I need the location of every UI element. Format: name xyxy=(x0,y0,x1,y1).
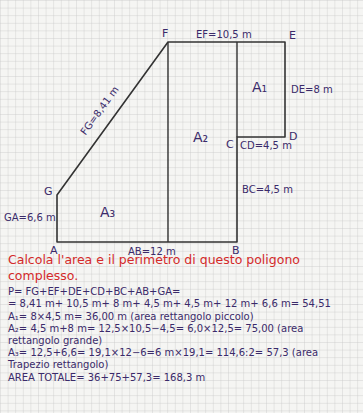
calculation-line: A₃= 12,5+6,6= 19,1×12−6=6 m×19,1= 114,6:… xyxy=(8,347,356,371)
dimension: AB=12 m xyxy=(128,246,176,257)
vertex-label: C xyxy=(226,139,234,151)
calculation-line: P= FG+EF+DE+CD+BC+AB+GA= xyxy=(8,286,356,298)
vertex-label: B xyxy=(232,245,240,257)
area-label: A₁ xyxy=(252,80,267,95)
title: Calcola l'area e il perimetro di questo … xyxy=(8,252,353,283)
vertex-label: E xyxy=(289,30,296,42)
dimension: CD=4,5 m xyxy=(240,140,292,151)
division-line xyxy=(167,42,168,242)
calculation-line: = 8,41 m+ 10,5 m+ 8 m+ 4,5 m+ 4,5 m+ 12 … xyxy=(8,298,356,310)
vertex-label: A xyxy=(50,245,58,257)
calculation-line: A₁= 8×4,5 m= 36,00 m (area rettangolo pi… xyxy=(8,311,356,323)
vertex-label: F xyxy=(162,28,168,40)
area-label: A₂ xyxy=(193,130,208,145)
calculation-line: AREA TOTALE= 36+75+57,3= 168,3 m xyxy=(8,372,356,384)
division-line xyxy=(236,42,237,137)
dimension: GA=6,6 m xyxy=(4,212,56,223)
dimension: BC=4,5 m xyxy=(242,184,293,195)
vertex-label: G xyxy=(44,186,53,198)
dimension: EF=10,5 m xyxy=(196,29,252,40)
calculation-line: A₂= 4,5 m+8 m= 12,5×10,5−4,5= 6,0×12,5= … xyxy=(8,323,356,347)
area-label: A₃ xyxy=(100,205,115,220)
dimension: DE=8 m xyxy=(291,84,333,95)
calculations: P= FG+EF+DE+CD+BC+AB+GA== 8,41 m+ 10,5 m… xyxy=(8,286,356,384)
